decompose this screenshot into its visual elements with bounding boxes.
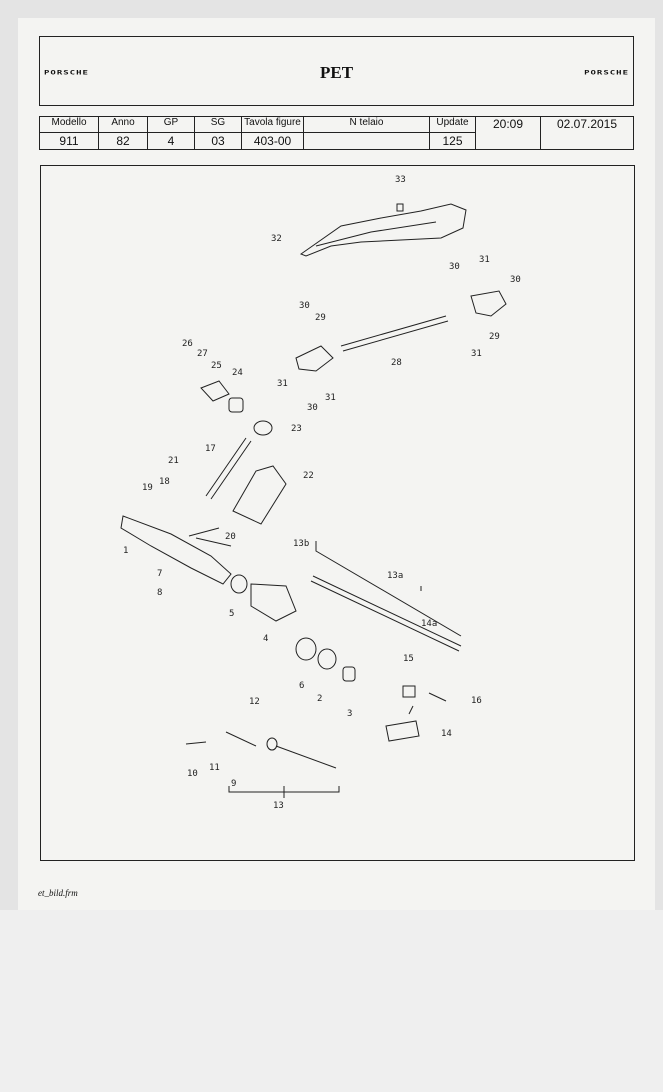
callout-26: 26 xyxy=(182,339,193,349)
callout-4: 4 xyxy=(263,634,268,644)
page-title: PET xyxy=(319,63,354,82)
diagram-frame: 33 32 31 30 30 29 31 30 29 28 31 31 30 2… xyxy=(40,165,635,861)
part-28-shape xyxy=(340,315,449,352)
part-1-shape xyxy=(120,515,232,585)
callout-27: 27 xyxy=(197,349,208,359)
callout-11: 11 xyxy=(209,763,220,773)
value-modello: 911 xyxy=(39,132,99,150)
footer-filename: et_bild.frm xyxy=(38,888,78,898)
part-32-shape xyxy=(299,203,467,257)
callout-22: 22 xyxy=(303,471,314,481)
value-gp: 4 xyxy=(147,132,195,150)
callout-12: 12 xyxy=(249,697,260,707)
callout-20: 20 xyxy=(225,532,236,542)
exploded-parts-diagram: 33 32 31 30 30 29 31 30 29 28 31 31 30 2… xyxy=(120,175,521,811)
porsche-logo-left: PORSCHE xyxy=(44,69,89,77)
callout-24: 24 xyxy=(232,368,243,378)
callout-21: 21 xyxy=(168,456,179,466)
callout-1: 1 xyxy=(123,546,128,556)
value-telaio xyxy=(303,132,430,150)
header-box: PORSCHE PET PORSCHE xyxy=(39,36,634,106)
label-update: Update xyxy=(429,116,476,133)
callout-30c: 30 xyxy=(299,301,310,311)
label-modello: Modello xyxy=(39,116,99,133)
callout-10: 10 xyxy=(187,769,198,779)
value-tavola: 403-00 xyxy=(241,132,304,150)
callout-13b: 13b xyxy=(293,539,309,549)
callout-29b: 29 xyxy=(315,313,326,323)
callout-30d: 30 xyxy=(307,403,318,413)
callout-5: 5 xyxy=(229,609,234,619)
date-cell: 02.07.2015 xyxy=(540,116,634,150)
label-telaio: N telaio xyxy=(303,116,430,133)
part-4-shape xyxy=(250,583,297,622)
callout-16: 16 xyxy=(471,696,482,706)
callout-7: 7 xyxy=(157,569,162,579)
info-table: Modello Anno GP SG Tavola figure N telai… xyxy=(39,116,634,150)
callout-31a: 31 xyxy=(479,255,490,265)
callout-6: 6 xyxy=(299,681,304,691)
value-update: 125 xyxy=(429,132,476,150)
callout-8: 8 xyxy=(157,588,162,598)
value-sg: 03 xyxy=(194,132,242,150)
callout-23: 23 xyxy=(291,424,302,434)
part-9-shape xyxy=(225,731,257,747)
callout-13: 13 xyxy=(273,801,284,811)
part-14-shape xyxy=(385,705,420,742)
callout-17: 17 xyxy=(205,444,216,454)
time-cell: 20:09 xyxy=(475,116,541,150)
label-anno: Anno xyxy=(98,116,148,133)
blank-area xyxy=(0,910,663,1092)
callout-25: 25 xyxy=(211,361,222,371)
callout-9: 9 xyxy=(231,779,236,789)
label-gp: GP xyxy=(147,116,195,133)
label-tavola: Tavola figure xyxy=(241,116,304,133)
page-sheet xyxy=(18,18,655,910)
part-callouts: 33 32 31 30 30 29 31 30 29 28 31 31 30 2… xyxy=(123,175,521,811)
callout-13a: 13a xyxy=(387,571,403,581)
callout-3: 3 xyxy=(347,709,352,719)
callout-32: 32 xyxy=(271,234,282,244)
callout-28: 28 xyxy=(391,358,402,368)
callout-30b: 30 xyxy=(510,275,521,285)
callout-31d: 31 xyxy=(325,393,336,403)
part-29-shape xyxy=(470,290,507,317)
callout-15: 15 xyxy=(403,654,414,664)
callout-33: 33 xyxy=(395,175,406,185)
callout-29a: 29 xyxy=(489,332,500,342)
porsche-logo-right: PORSCHE xyxy=(584,69,629,77)
label-sg: SG xyxy=(194,116,242,133)
callout-14a: 14a xyxy=(421,619,437,629)
callout-2: 2 xyxy=(317,694,322,704)
callout-18: 18 xyxy=(159,477,170,487)
callout-30a: 30 xyxy=(449,262,460,272)
callout-31b: 31 xyxy=(471,349,482,359)
part-17-shape xyxy=(205,437,252,500)
callout-14: 14 xyxy=(441,729,452,739)
callout-19: 19 xyxy=(142,483,153,493)
part-13a-shape xyxy=(310,575,462,652)
part-22-shape xyxy=(232,465,287,525)
value-anno: 82 xyxy=(98,132,148,150)
callout-31c: 31 xyxy=(277,379,288,389)
